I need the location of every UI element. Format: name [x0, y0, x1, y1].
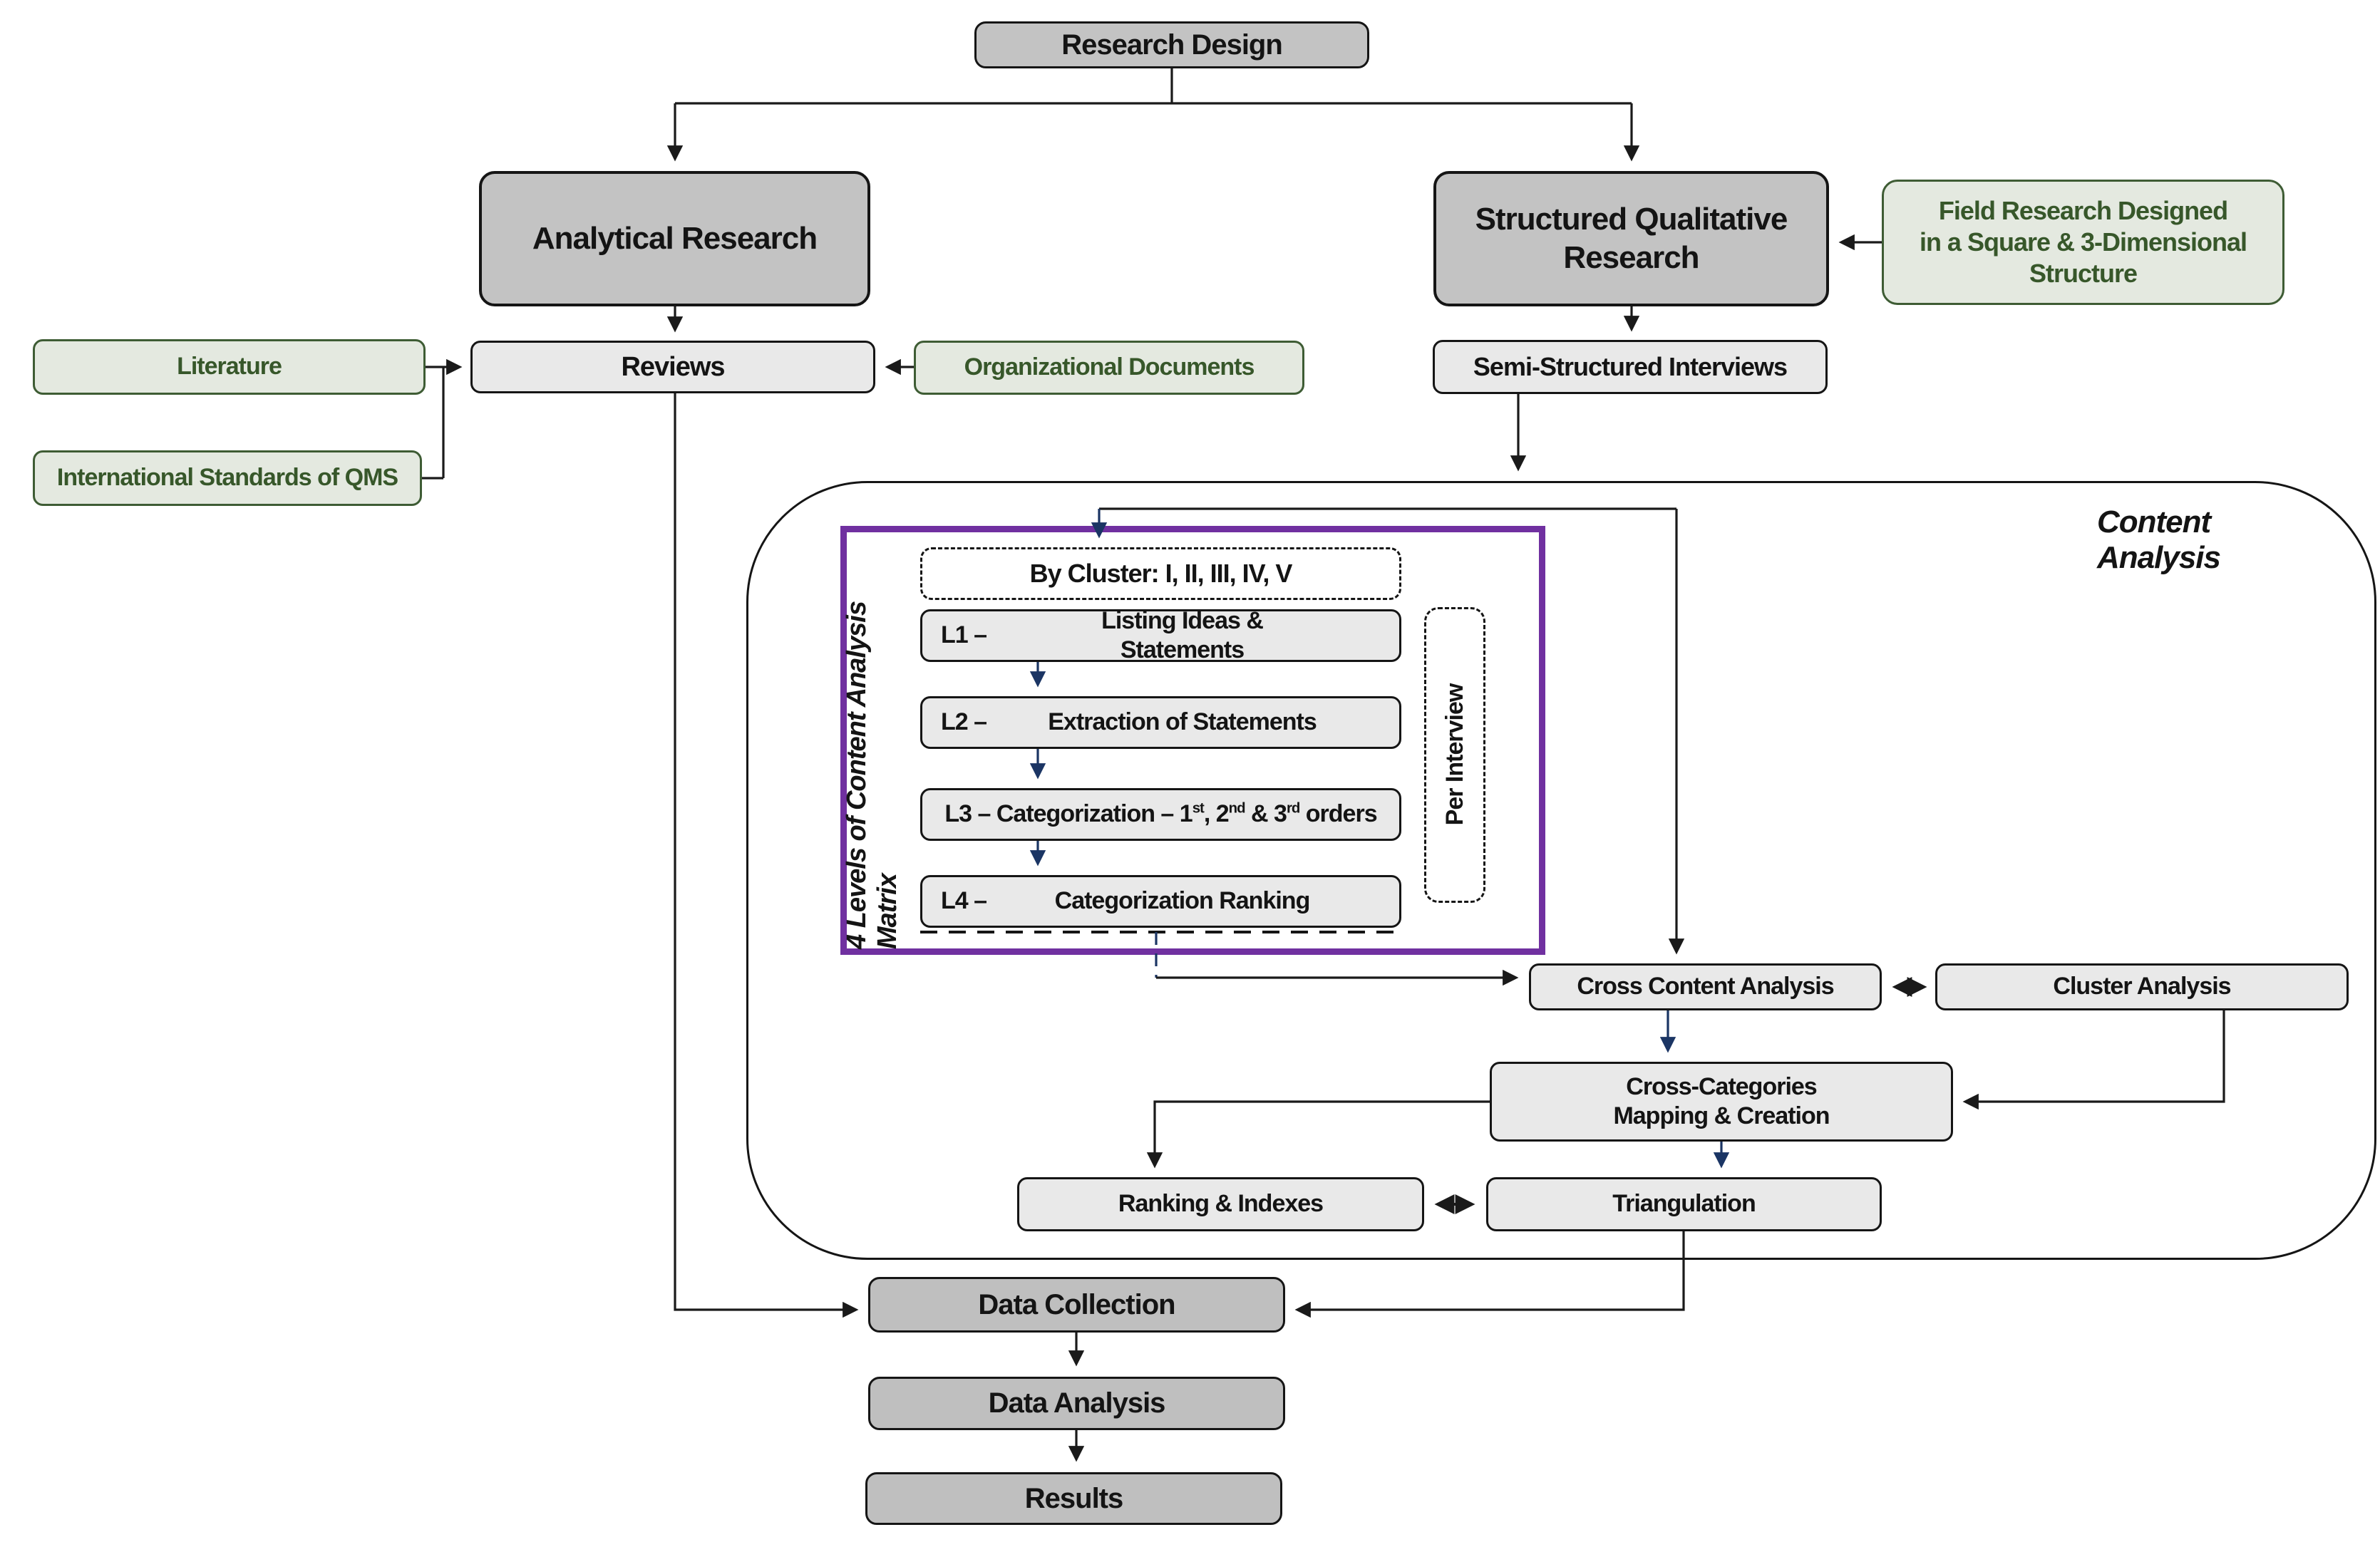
- node-label: 4 Levels of Content Analysis Matrix: [842, 601, 902, 949]
- node-organizational-documents: Organizational Documents: [914, 341, 1304, 395]
- node-l4-categorization-ranking: L4 – Categorization Ranking: [920, 875, 1401, 928]
- node-data-analysis: Data Analysis: [868, 1377, 1285, 1430]
- node-label: Extraction of Statements: [1048, 708, 1317, 736]
- node-cross-categories-mapping: Cross-Categories Mapping & Creation: [1490, 1062, 1953, 1142]
- node-label-line1: Structured Qualitative: [1475, 202, 1788, 237]
- node-label: Cross Content Analysis: [1577, 973, 1834, 1000]
- node-label: By Cluster: I, II, III, IV, V: [1029, 559, 1293, 589]
- ordinal-suffix: nd: [1228, 800, 1246, 817]
- matrix-rotated-label: 4 Levels of Content Analysis Matrix: [842, 530, 902, 949]
- node-literature: Literature: [33, 339, 426, 395]
- node-label: Data Collection: [978, 1288, 1175, 1320]
- node-label: Analytical Research: [532, 221, 818, 257]
- node-cluster-analysis: Cluster Analysis: [1935, 963, 2349, 1010]
- node-research-design: Research Design: [974, 21, 1369, 68]
- node-label: Ranking & Indexes: [1118, 1190, 1324, 1218]
- node-label-line1: Cross-Categories: [1626, 1072, 1817, 1100]
- node-international-standards-qms: International Standards of QMS: [33, 450, 422, 506]
- node-label: International Standards of QMS: [56, 464, 398, 492]
- node-ranking-indexes: Ranking & Indexes: [1017, 1177, 1424, 1231]
- node-label-line2: Mapping & Creation: [1613, 1102, 1830, 1129]
- node-analytical-research: Analytical Research: [479, 171, 870, 306]
- node-structured-qualitative-research: Structured Qualitative Research: [1433, 171, 1829, 306]
- node-l3-categorization: L3 – Categorization – 1st, 2nd & 3rd ord…: [920, 788, 1401, 841]
- ordinal-suffix: rd: [1286, 800, 1300, 817]
- node-label: Reviews: [621, 351, 725, 382]
- level-prefix: L4 –: [941, 887, 987, 915]
- node-reviews: Reviews: [470, 341, 875, 393]
- per-interview-rotated-label: Per Interview: [1431, 613, 1478, 896]
- node-cross-content-analysis: Cross Content Analysis: [1529, 963, 1882, 1010]
- level-prefix: L2 –: [941, 708, 987, 736]
- node-l2-extraction: L2 – Extraction of Statements: [920, 696, 1401, 749]
- level-prefix: L1 –: [941, 621, 987, 649]
- node-semi-structured-interviews: Semi-Structured Interviews: [1433, 340, 1828, 394]
- node-label-line2: in a Square & 3-Dimensional: [1919, 227, 2247, 257]
- node-data-collection: Data Collection: [868, 1277, 1285, 1333]
- content-analysis-container: [746, 481, 2376, 1260]
- per-interview-frame: [1424, 607, 1485, 903]
- node-label: Per Interview: [1441, 683, 1468, 826]
- node-label: Organizational Documents: [964, 353, 1255, 381]
- node-label-line1: Field Research Designed: [1938, 196, 2228, 226]
- node-label: Cluster Analysis: [2053, 973, 2231, 1000]
- node-label: Triangulation: [1612, 1190, 1756, 1218]
- node-label-line2: Research: [1563, 240, 1699, 275]
- node-label: Semi-Structured Interviews: [1473, 352, 1788, 382]
- node-by-cluster: By Cluster: I, II, III, IV, V: [920, 547, 1401, 600]
- content-analysis-matrix-frame: [840, 526, 1545, 955]
- node-label: Literature: [177, 353, 282, 381]
- node-l1-listing-ideas: L1 – Listing Ideas & Statements: [920, 607, 1401, 663]
- node-label-line3: Structure: [2029, 258, 2138, 288]
- node-triangulation: Triangulation: [1486, 1177, 1882, 1231]
- node-label: Listing Ideas & Statements: [1101, 606, 1264, 663]
- ordinal-suffix: st: [1192, 800, 1205, 817]
- node-label: Results: [1024, 1482, 1123, 1514]
- node-label: L3 – Categorization – 1st, 2nd & 3rd ord…: [944, 800, 1377, 828]
- node-label: Research Design: [1061, 29, 1283, 61]
- node-results: Results: [865, 1472, 1282, 1525]
- node-label: Data Analysis: [988, 1387, 1166, 1419]
- node-field-research-design: Field Research Designed in a Square & 3-…: [1882, 180, 2284, 305]
- node-label: Categorization Ranking: [1054, 887, 1311, 915]
- content-analysis-label: Content Analysis: [2097, 505, 2221, 575]
